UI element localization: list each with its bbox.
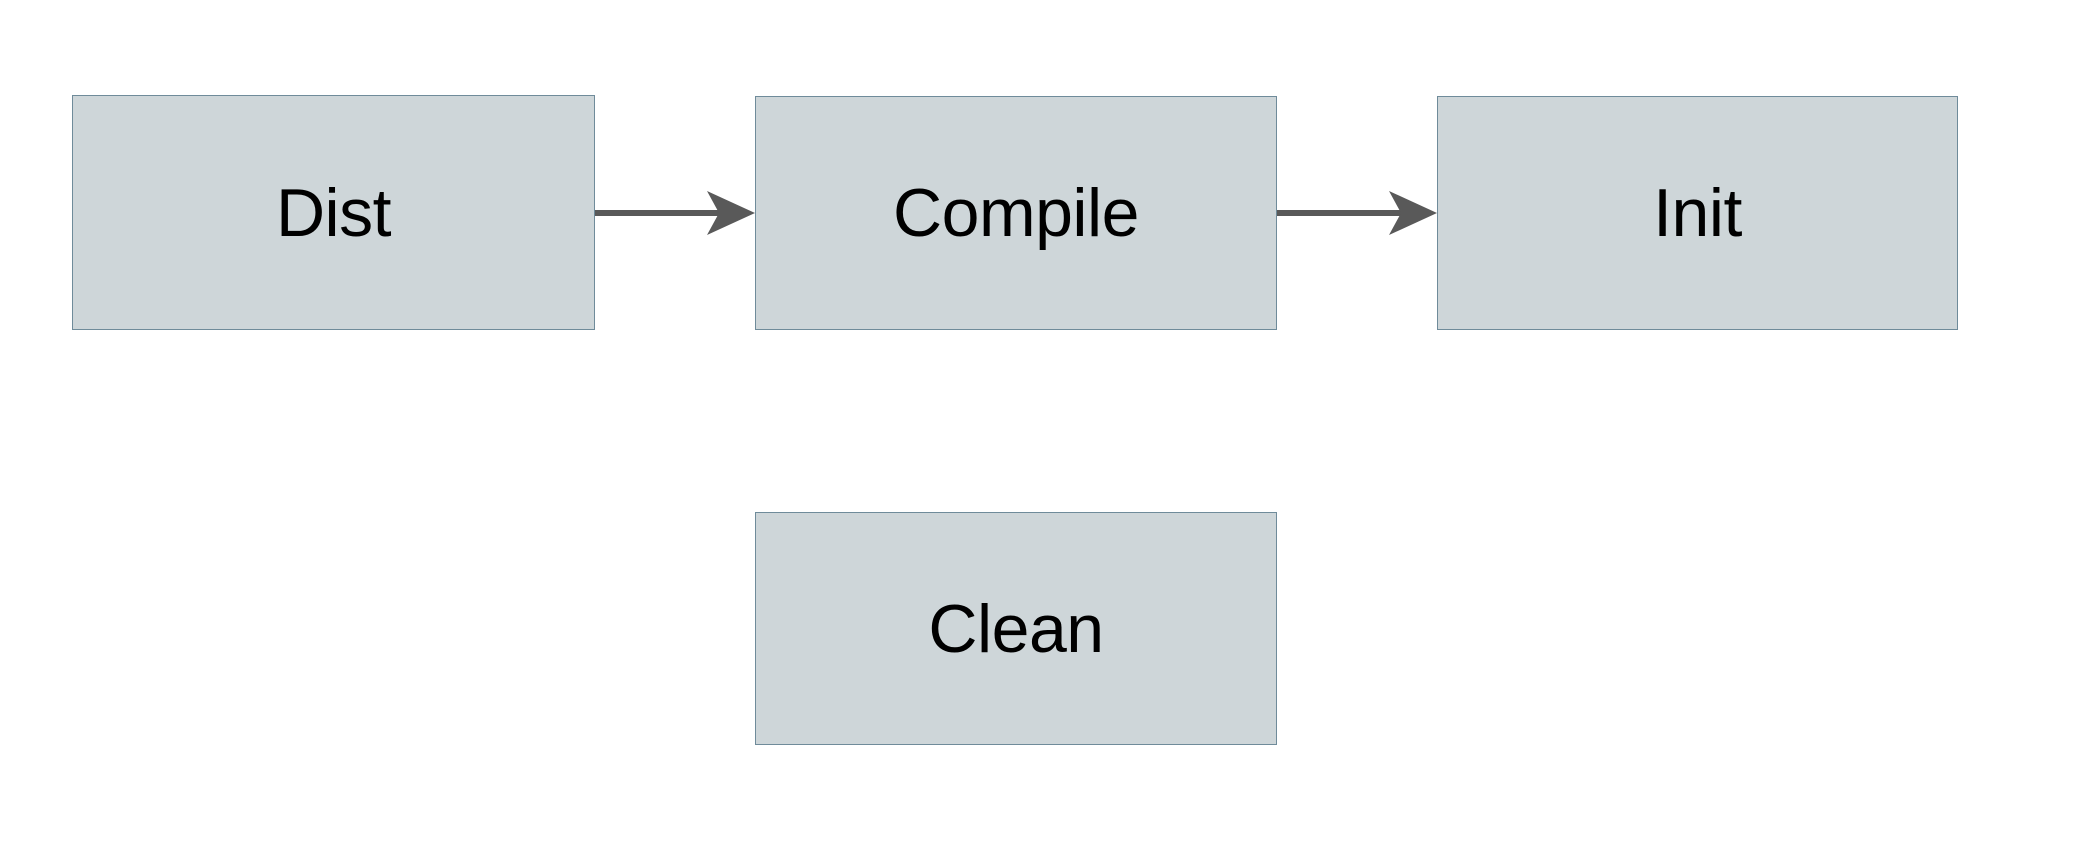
edge-dist-to-compile-arrowhead	[707, 191, 755, 235]
node-init-label: Init	[1653, 175, 1742, 251]
edge-compile-to-init-arrowhead	[1389, 191, 1437, 235]
edge-compile-to-init[interactable]	[1277, 191, 1437, 235]
edge-dist-to-compile[interactable]	[595, 191, 755, 235]
node-compile-label: Compile	[893, 175, 1139, 251]
node-clean-label: Clean	[928, 590, 1104, 667]
node-dist-label: Dist	[275, 174, 392, 251]
node-init[interactable]: Init	[1437, 96, 1958, 330]
node-dist[interactable]: Dist	[72, 95, 595, 330]
node-compile[interactable]: Compile	[755, 96, 1277, 330]
node-clean[interactable]: Clean	[755, 512, 1277, 745]
